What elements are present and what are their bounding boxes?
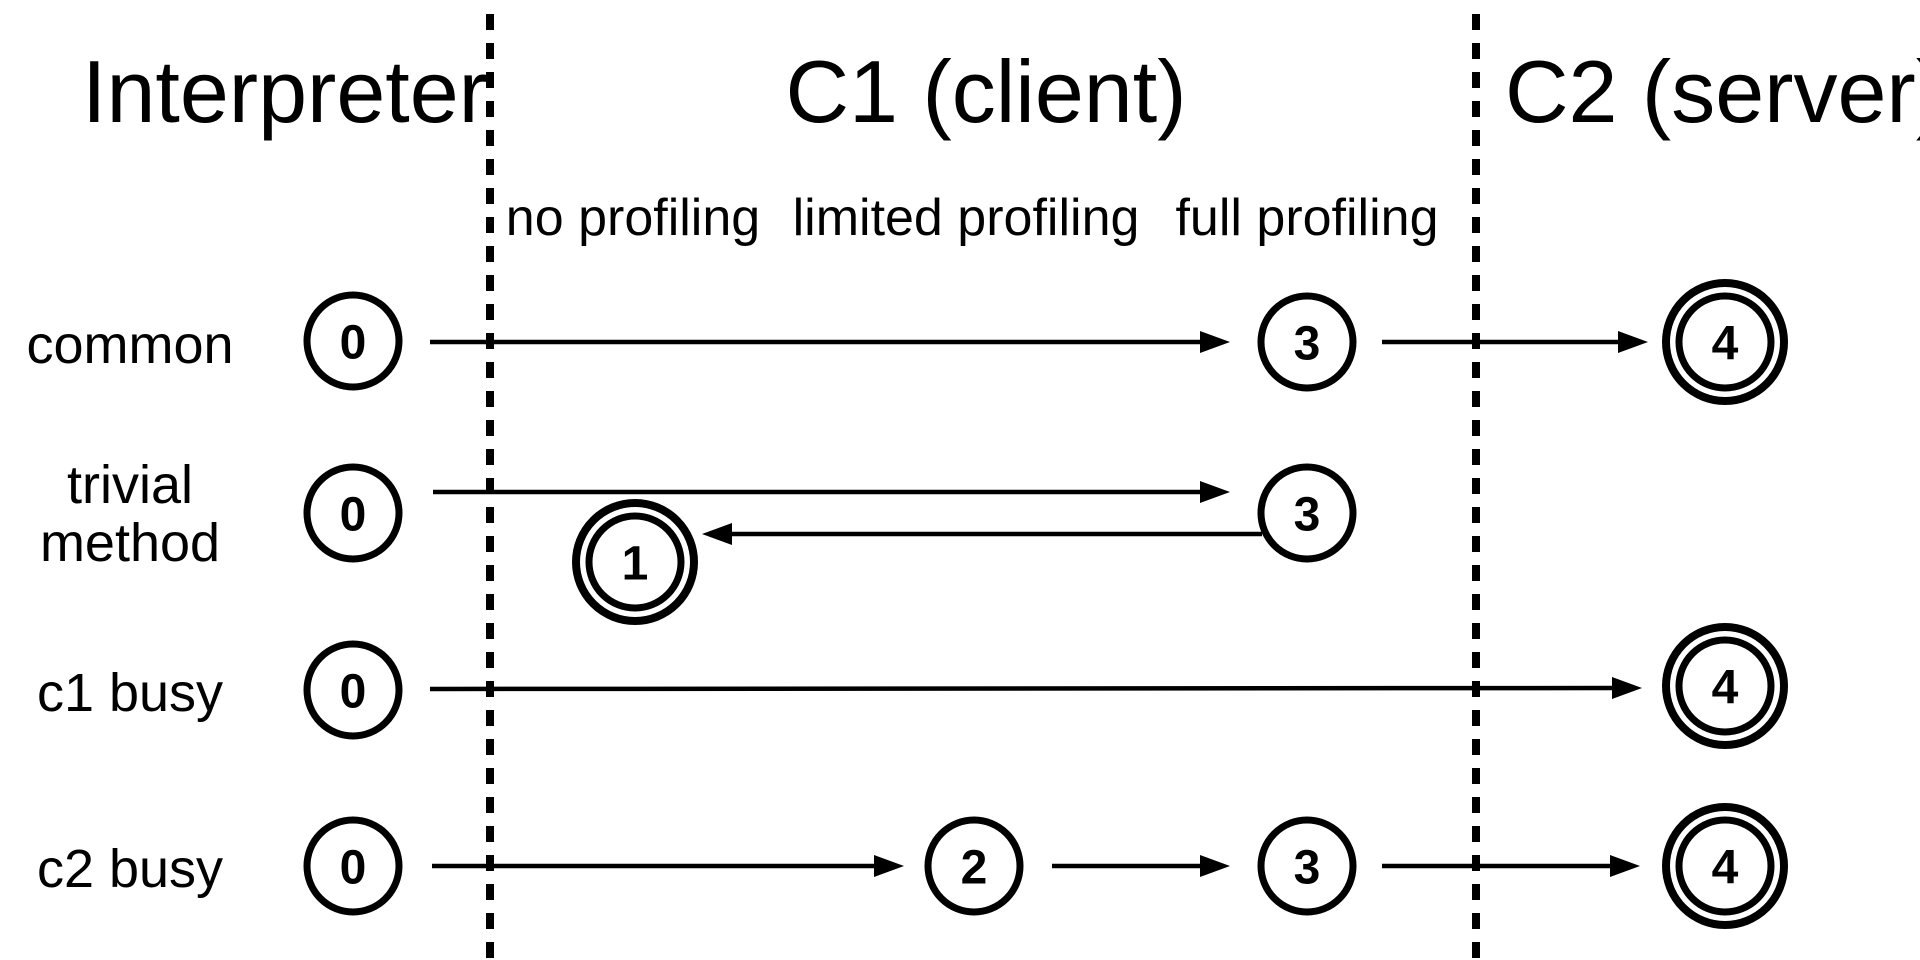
state-node-0-row-1-number: 0 <box>340 488 367 541</box>
state-node-0-row-0-number: 0 <box>340 316 367 369</box>
state-node-4-row-2-outer-circle <box>1662 623 1788 749</box>
row-label-trivial-line2: method <box>39 513 221 573</box>
state-node-0-row-2-number: 0 <box>340 665 367 718</box>
state-node-4-row-0-number: 4 <box>1712 317 1739 370</box>
state-node-3-row-1-circle <box>1257 463 1357 563</box>
state-node-4-row-2-number: 4 <box>1712 661 1739 714</box>
column-title-c2-server: C2 (server) <box>1504 42 1920 141</box>
transition-arrowhead-r0-1 <box>1618 331 1648 353</box>
row-label-c1-busy: c1 busy <box>0 664 260 722</box>
state-node-4-row-3-inner-circle <box>1675 816 1775 916</box>
state-node-4-row-0-outer-circle <box>1662 279 1788 405</box>
state-node-4-row-0-inner-circle <box>1675 292 1775 392</box>
row-label-trivial-line1: trivial <box>66 455 193 515</box>
state-node-1-row-1-number: 1 <box>622 537 649 590</box>
row-label-c2busy-text: c2 busy <box>36 839 224 899</box>
transition-arrowhead-r2-0 <box>1612 677 1642 699</box>
row-label-common: common <box>0 316 260 374</box>
state-node-1-row-1-inner-circle <box>585 512 685 612</box>
state-node-3-row-3-circle <box>1257 816 1357 916</box>
sublabel-limited-profiling: limited profiling <box>792 189 1140 247</box>
state-node-4-row-3-outer-circle <box>1662 803 1788 929</box>
state-node-0-row-2-circle <box>303 640 403 740</box>
row-label-common-text: common <box>26 315 234 375</box>
row-label-trivial-method: trivial method <box>0 456 260 572</box>
state-node-2-row-3-number: 2 <box>961 841 988 894</box>
state-node-3-row-0-circle <box>1257 292 1357 392</box>
state-node-3-row-3-number: 3 <box>1294 841 1321 894</box>
sublabel-full-profiling: full profiling <box>1175 189 1439 247</box>
transition-arrowhead-r0-0 <box>1200 331 1230 353</box>
state-node-4-row-2-inner-circle <box>1675 636 1775 736</box>
column-title-c1-client: C1 (client) <box>785 42 1187 141</box>
state-node-0-row-3-number: 0 <box>340 841 367 894</box>
transition-arrow-line-r2-0 <box>429 685 1619 692</box>
state-node-2-row-3-circle <box>924 816 1024 916</box>
state-node-3-row-1-number: 3 <box>1294 488 1321 541</box>
row-label-c2-busy: c2 busy <box>0 840 260 898</box>
state-node-4-row-3-number: 4 <box>1712 841 1739 894</box>
sublabel-no-profiling: no profiling <box>505 189 761 247</box>
state-node-0-row-3-circle <box>303 816 403 916</box>
state-node-0-row-0-circle <box>303 291 403 391</box>
state-node-3-row-0-number: 3 <box>1294 317 1321 370</box>
column-title-interpreter: Interpreter <box>82 42 488 141</box>
transition-arrowhead-r1-1 <box>702 523 732 545</box>
row-label-c1busy-text: c1 busy <box>36 663 224 723</box>
state-node-0-row-1-circle <box>303 463 403 563</box>
transition-arrowhead-r1-0 <box>1200 481 1230 503</box>
transition-arrowhead-r3-2 <box>1610 855 1640 877</box>
state-node-1-row-1-outer-circle <box>572 499 698 625</box>
transition-arrowhead-r3-0 <box>874 855 904 877</box>
transition-arrowhead-r3-1 <box>1200 855 1230 877</box>
